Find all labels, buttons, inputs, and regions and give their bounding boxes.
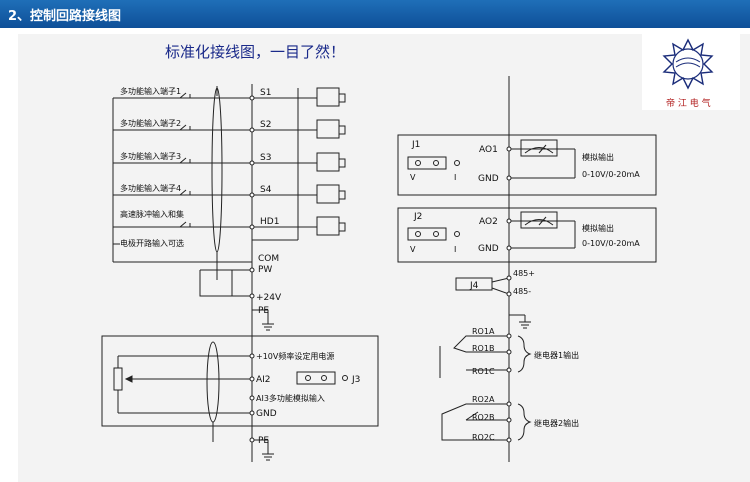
terminal-pe-bottom: PE: [258, 436, 269, 446]
terminal-s3: S3: [260, 153, 271, 163]
j1-i-label: I: [454, 173, 456, 182]
jumper-j2-label: J2: [413, 212, 422, 222]
digital-inputs: [112, 84, 346, 331]
terminal-s2: S2: [260, 120, 271, 130]
terminal-ao1: AO1: [479, 145, 498, 155]
j2-i-label: I: [454, 245, 456, 254]
terminal-ro2a: RO2A: [472, 395, 495, 404]
j2-range: 0-10V/0-20mA: [582, 239, 640, 248]
terminal-ro1b: RO1B: [472, 344, 494, 353]
diagram-panel: [18, 34, 750, 482]
terminal-pe: PE: [258, 306, 269, 316]
jumper-j1-label: J1: [411, 140, 420, 150]
relay2-desc: 继电器2输出: [534, 418, 579, 428]
j1-range: 0-10V/0-20mA: [582, 170, 640, 179]
relay1-desc: 继电器1输出: [534, 350, 579, 360]
terminal-24v: +24V: [256, 293, 282, 303]
terminal-gnd: GND: [256, 409, 277, 419]
jumper-j3-label: J3: [351, 375, 360, 385]
terminal-10v: +10V频率设定用电源: [256, 351, 334, 361]
terminal-com: COM: [258, 254, 279, 264]
terminal-s4: S4: [260, 185, 272, 195]
analog-input-section: [101, 322, 379, 462]
input-label-6: 电极开路输入可选: [120, 238, 184, 248]
j1-v-label: V: [410, 173, 416, 182]
terminal-485-minus: 485-: [513, 287, 531, 296]
terminal-ro2c: RO2C: [472, 433, 495, 442]
terminal-ro1c: RO1C: [472, 367, 495, 376]
terminal-gnd-j1: GND: [478, 174, 499, 184]
input-label-2: 多功能输入端子2: [120, 118, 181, 128]
j1-desc: 模拟输出: [582, 152, 614, 162]
terminal-ro1a: RO1A: [472, 327, 495, 336]
j2-v-label: V: [410, 245, 416, 254]
input-label-4: 多功能输入端子4: [120, 183, 181, 193]
terminal-ro2b: RO2B: [472, 413, 494, 422]
input-label-1: 多功能输入端子1: [120, 86, 181, 96]
terminal-ai2: AI2: [256, 375, 271, 385]
logo-text: 帝 江 电 气: [666, 97, 711, 109]
company-logo: 帝 江 电 气: [642, 34, 740, 110]
diagram-subtitle: 标准化接线图，一目了然！: [165, 43, 345, 61]
input-label-5: 高速脉冲输入和集: [120, 209, 184, 219]
terminal-pw: PW: [258, 265, 272, 275]
terminal-485-plus: 485+: [513, 269, 535, 278]
j2-desc: 模拟输出: [582, 223, 614, 233]
terminal-hd1: HD1: [260, 217, 279, 227]
terminal-s1: S1: [260, 88, 271, 98]
output-section: [397, 76, 657, 462]
terminal-gnd-j2: GND: [478, 244, 499, 254]
header-bar: 2、控制回路接线图: [0, 0, 750, 28]
section-title: 2、控制回路接线图: [8, 9, 122, 24]
terminal-ai3: AI3多功能模拟输入: [256, 393, 325, 403]
terminal-ao2: AO2: [479, 217, 498, 227]
input-label-3: 多功能输入端子3: [120, 151, 181, 161]
jumper-j4-label: J4: [469, 281, 479, 291]
